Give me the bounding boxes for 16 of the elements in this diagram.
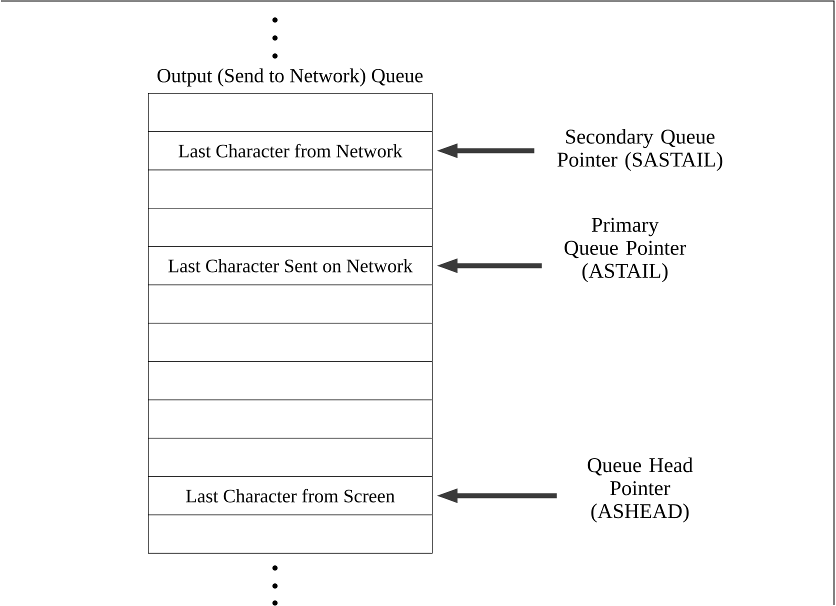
queue-cell <box>148 284 432 324</box>
queue-cell <box>148 438 432 477</box>
pointer-label: Primary Queue Pointer (ASTAIL) <box>564 218 686 282</box>
queue-cell: Last Character from Screen <box>148 476 432 516</box>
queue-cell <box>148 208 432 247</box>
queue-cell <box>148 323 432 362</box>
queue-title: Output (Send to Network) Queue <box>158 68 423 86</box>
queue-cell: Last Character from Network <box>148 131 432 170</box>
queue-cell <box>148 514 432 554</box>
pointer-label: Queue Head Pointer (ASHEAD) <box>588 457 693 523</box>
queue-cell: Last Character Sent on Network <box>148 246 432 286</box>
queue-cell <box>148 361 432 400</box>
queue-cell <box>148 400 432 438</box>
queue-cell <box>148 170 432 208</box>
pointer-label: Secondary Queue Pointer (SASTAIL) <box>557 128 722 172</box>
queue-cell <box>148 93 432 132</box>
